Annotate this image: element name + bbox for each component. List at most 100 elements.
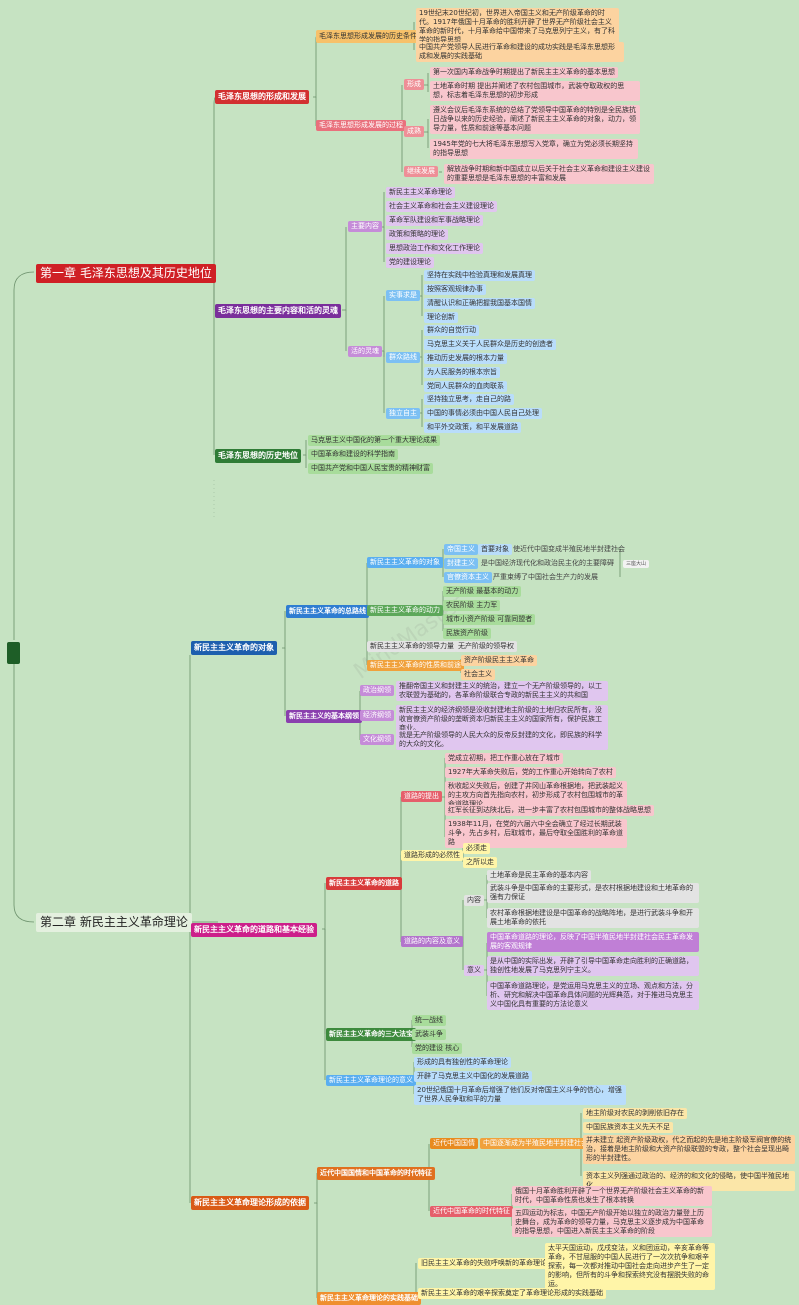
- ch2-nature-item-1[interactable]: 资产阶级民主主义革命: [461, 655, 537, 666]
- ch2-force-node[interactable]: 新民主主义革命的动力: [367, 605, 443, 616]
- ch2-state-node[interactable]: 近代中国国情: [430, 1138, 478, 1149]
- ch1-seek-node[interactable]: 实事求是: [386, 290, 420, 301]
- ch2-necessity-node[interactable]: 道路形成的必然性: [401, 850, 463, 861]
- ch2-targets-node[interactable]: 新民主主义革命的对象: [367, 557, 443, 568]
- ch1-indep-item-2[interactable]: 中国的事情必须由中国人民自己处理: [424, 408, 542, 419]
- ch2-state-item-2[interactable]: 中国民族资本主义先天不足: [583, 1122, 673, 1133]
- ch1-indep-node[interactable]: 独立自主: [386, 408, 420, 419]
- ch2-old-node[interactable]: 旧民主主义革命的失败呼唤新的革命理论: [418, 1258, 550, 1269]
- ch2-target-2-desc[interactable]: 是中国经济现代化和政治民主化的主要障碍: [481, 559, 614, 567]
- chapter2-title[interactable]: 第二章 新民主主义革命理论: [36, 913, 192, 932]
- ch2-propose-item-2[interactable]: 1927年大革命失败后，党的工作重心开始转向了农村: [445, 767, 616, 778]
- ch1-mass-item-1[interactable]: 群众的自觉行动: [424, 325, 479, 336]
- ch1-main-item-3[interactable]: 革命军队建设和军事战略理论: [386, 215, 483, 226]
- ch1-conditions-item-1[interactable]: 19世纪末20世纪初，世界进入帝国主义和无产阶级革命的时代。1917年俄国十月革…: [416, 8, 619, 46]
- ch2-state-item-1[interactable]: 地主阶级对农民的剥削依旧存在: [583, 1108, 687, 1119]
- ch2-significance-item-2[interactable]: 是从中国的实际出发，开辟了引导中国革命走向胜利的正确道路，独创性地发展了马克思列…: [487, 956, 699, 976]
- root-node[interactable]: [7, 642, 20, 664]
- ch2-force-item-4[interactable]: 民族资产阶级: [443, 628, 491, 639]
- ch1-soul-node[interactable]: 活的灵魂: [348, 346, 382, 357]
- ch2-propose-item-1[interactable]: 党成立初期，把工作重心放在了城市: [445, 753, 563, 764]
- ch2-propose-node[interactable]: 道路的提出: [401, 791, 442, 802]
- ch2-magic-item-2[interactable]: 武装斗争: [412, 1029, 446, 1040]
- ch2-theory-item-3[interactable]: 20世纪俄国十月革命后增强了他们反对帝国主义斗争的信心，增强了世界人民争取和平的…: [414, 1085, 626, 1105]
- ch2-target-3-desc[interactable]: 严重束缚了中国社会生产力的发展: [493, 573, 598, 581]
- ch2-necessity-item-1[interactable]: 必须走: [463, 843, 490, 854]
- ch2-theory-item-1[interactable]: 形成的具有独创性的革命理论: [414, 1057, 511, 1068]
- ch2-feature-item-2[interactable]: 五四运动为标志，中国无产阶级开始以独立的政治力量登上历史舞台，成为革命的领导力量…: [512, 1208, 712, 1237]
- ch1-main-item-6[interactable]: 党的建设理论: [386, 257, 434, 268]
- ch2-target-1-key[interactable]: 帝国主义: [444, 544, 478, 555]
- ch1-main-item-4[interactable]: 政策和策略的理论: [386, 229, 448, 240]
- ch2-target-1-value[interactable]: 首要对象: [478, 544, 512, 555]
- ch2-propose-item-4[interactable]: 红军长征到达陕北后，进一步丰富了农村包围城市的整体战略思想: [445, 805, 654, 816]
- ch1-status-node[interactable]: 毛泽东思想的历史地位: [215, 449, 301, 463]
- ch2-theory-item-2[interactable]: 开辟了马克思主义中国化的发展道路: [414, 1071, 532, 1082]
- ch2-economy-text[interactable]: 新民主主义的经济纲领是没收封建地主阶级的土地归农民所有，没收官僚资产阶级的垄断资…: [396, 705, 608, 734]
- ch1-status-item-3[interactable]: 中国共产党和中国人民宝贵的精神财富: [308, 463, 433, 474]
- ch1-main-item-1[interactable]: 新民主主义革命理论: [386, 187, 455, 198]
- ch1-status-item-1[interactable]: 马克思主义中国化的第一个重大理论成果: [308, 435, 440, 446]
- ch2-leader-node[interactable]: 新民主主义革命的领导力量: [367, 641, 457, 652]
- ch2-targets-note[interactable]: 三座大山: [623, 560, 650, 568]
- ch2-magic-item-1[interactable]: 统一战线: [412, 1015, 446, 1026]
- ch2-practice-node[interactable]: 新民主主义革命理论的实践基础: [317, 1292, 421, 1305]
- ch2-culture-text[interactable]: 就是无产阶级领导的人民大众的反帝反封建的文化，即民族的科学的大众的文化。: [396, 730, 608, 750]
- ch2-content-item-1[interactable]: 土地革命是民主革命的基本内容: [487, 870, 591, 881]
- ch2-necessity-item-2[interactable]: 之所以走: [463, 857, 497, 868]
- ch1-process-node[interactable]: 毛泽东思想形成发展的过程: [316, 120, 406, 131]
- ch2-state-semi[interactable]: 中国逐渐成为半殖民地半封建社会: [480, 1138, 591, 1149]
- ch1-seek-item-2[interactable]: 按照客观规律办事: [424, 284, 486, 295]
- ch2-nature-item-2[interactable]: 社会主义: [461, 669, 495, 680]
- ch2-road-node[interactable]: 新民主主义革命的道路和基本经验: [191, 923, 317, 937]
- ch2-politics-node[interactable]: 政治纲领: [360, 685, 394, 696]
- ch1-seek-item-3[interactable]: 清醒认识和正确把握我国基本国情: [424, 298, 535, 309]
- ch2-old-text[interactable]: 太平天国运动，戊戌变法，义和团运动，辛亥革命等革命，不甘屈服的中国人民进行了一次…: [545, 1243, 715, 1290]
- ch2-target-1-desc[interactable]: 使近代中国变成半殖民地半封建社会: [513, 545, 625, 553]
- ch1-mass-item-5[interactable]: 党同人民群众的血肉联系: [424, 381, 507, 392]
- ch2-feature-item-1[interactable]: 俄国十月革命胜利开辟了一个世界无产阶级社会主义革命的新时代，中国革命性质也发生了…: [512, 1186, 712, 1206]
- ch2-object-node[interactable]: 新民主主义革命的对象: [191, 641, 277, 655]
- ch1-indep-item-3[interactable]: 和平外交政策，和平发展道路: [424, 422, 521, 433]
- ch1-seek-item-4[interactable]: 理论创新: [424, 312, 458, 323]
- ch2-new-node[interactable]: 新民主主义革命的艰辛探索奠定了革命理论形成的实践基础: [418, 1288, 606, 1299]
- ch1-develop-node[interactable]: 继续发展: [404, 166, 438, 177]
- ch2-meaning-node[interactable]: 道路的内容及意义: [401, 936, 463, 947]
- ch2-force-item-1[interactable]: 无产阶级 最基本的动力: [443, 586, 522, 597]
- ch2-state-item-3[interactable]: 并未建立 起资产阶级政权，代之而起的先是地主阶级军阀官僚的统治，接着是地主阶级和…: [583, 1135, 795, 1164]
- ch1-form-item-2[interactable]: 土地革命时期 提出并阐述了农村包围城市，武装夺取政权的思想，标志着毛泽东思想的初…: [430, 81, 640, 101]
- ch1-indep-item-1[interactable]: 坚持独立思考，走自己的路: [424, 394, 514, 405]
- ch2-magic-node[interactable]: 新民主主义革命的三大法宝: [326, 1028, 416, 1041]
- ch2-era-node[interactable]: 近代中国国情和中国革命的时代特征: [317, 1167, 435, 1180]
- ch1-develop-item-1[interactable]: 解放战争时期和新中国成立以后关于社会主义革命和建设主义建设的重要思想是毛泽东思想…: [444, 164, 654, 184]
- ch2-significance-item-3[interactable]: 中国革命道路理论，是党运用马克思主义的立场、观点和方法，分析、研究和解决中国革命…: [487, 981, 699, 1010]
- ch1-formation-node[interactable]: 毛泽东思想的形成和发展: [215, 90, 309, 104]
- ch2-force-item-3[interactable]: 城市小资产阶级 可靠同盟者: [443, 614, 536, 625]
- ch1-mass-item-2[interactable]: 马克思主义关于人民群众是历史的创造者: [424, 339, 556, 350]
- ch2-significance-item-1[interactable]: 中国革命道路的理论，反映了中国半殖民地半封建社会民主革命发展的客观规律: [487, 932, 699, 952]
- ch1-form-item-1[interactable]: 第一次国内革命战争时期提出了新民主主义革命的基本思想: [430, 67, 618, 78]
- ch1-mature-node[interactable]: 成熟: [404, 126, 424, 137]
- ch2-theory-node[interactable]: 新民主主义革命理论的意义: [326, 1075, 416, 1086]
- ch1-main-node[interactable]: 主要内容: [348, 221, 382, 232]
- ch2-program-node[interactable]: 新民主主义的基本纲领: [286, 710, 362, 723]
- ch2-nature-node[interactable]: 新民主主义革命的性质和前途: [367, 660, 464, 671]
- ch1-main-item-2[interactable]: 社会主义革命和社会主义建设理论: [386, 201, 497, 212]
- ch2-target-2-key[interactable]: 封建主义: [444, 558, 478, 569]
- ch2-path-node[interactable]: 新民主主义革命的道路: [326, 877, 402, 890]
- ch1-conditions-node[interactable]: 毛泽东思想形成发展的历史条件: [316, 30, 420, 43]
- ch1-mature-item-2[interactable]: 1945年党的七大将毛泽东思想写入党章，确立为党必须长期坚持的指导思想: [430, 139, 638, 159]
- ch1-status-item-2[interactable]: 中国革命和建设的科学指南: [308, 449, 398, 460]
- ch2-basis-node[interactable]: 新民主主义革命理论形成的依据: [191, 1196, 309, 1210]
- ch2-target-3-key[interactable]: 官僚资本主义: [444, 572, 492, 583]
- ch1-content-node[interactable]: 毛泽东思想的主要内容和活的灵魂: [215, 304, 341, 318]
- ch1-form-node[interactable]: 形成: [404, 79, 424, 90]
- ch1-mass-item-4[interactable]: 为人民服务的根本宗旨: [424, 367, 500, 378]
- ch1-seek-item-1[interactable]: 坚持在实践中检验真理和发展真理: [424, 270, 535, 281]
- ch2-politics-text[interactable]: 推翻帝国主义和封建主义的统治，建立一个无产阶级领导的，以工农联盟为基础的，各革命…: [396, 681, 608, 701]
- ch2-leader-item[interactable]: 无产阶级的领导权: [455, 641, 517, 652]
- ch1-mass-item-3[interactable]: 推动历史发展的根本力量: [424, 353, 507, 364]
- ch1-mature-item-1[interactable]: 遵义会议后毛泽东系统的总结了党领导中国革命的特别是全民族抗日战争以来的历史经验，…: [430, 105, 640, 134]
- ch1-main-item-5[interactable]: 思想政治工作和文化工作理论: [386, 243, 483, 254]
- ch2-content-item-3[interactable]: 农村革命根据地建设是中国革命的战略阵地，是进行武装斗争和开展土地革命的依托: [487, 908, 699, 928]
